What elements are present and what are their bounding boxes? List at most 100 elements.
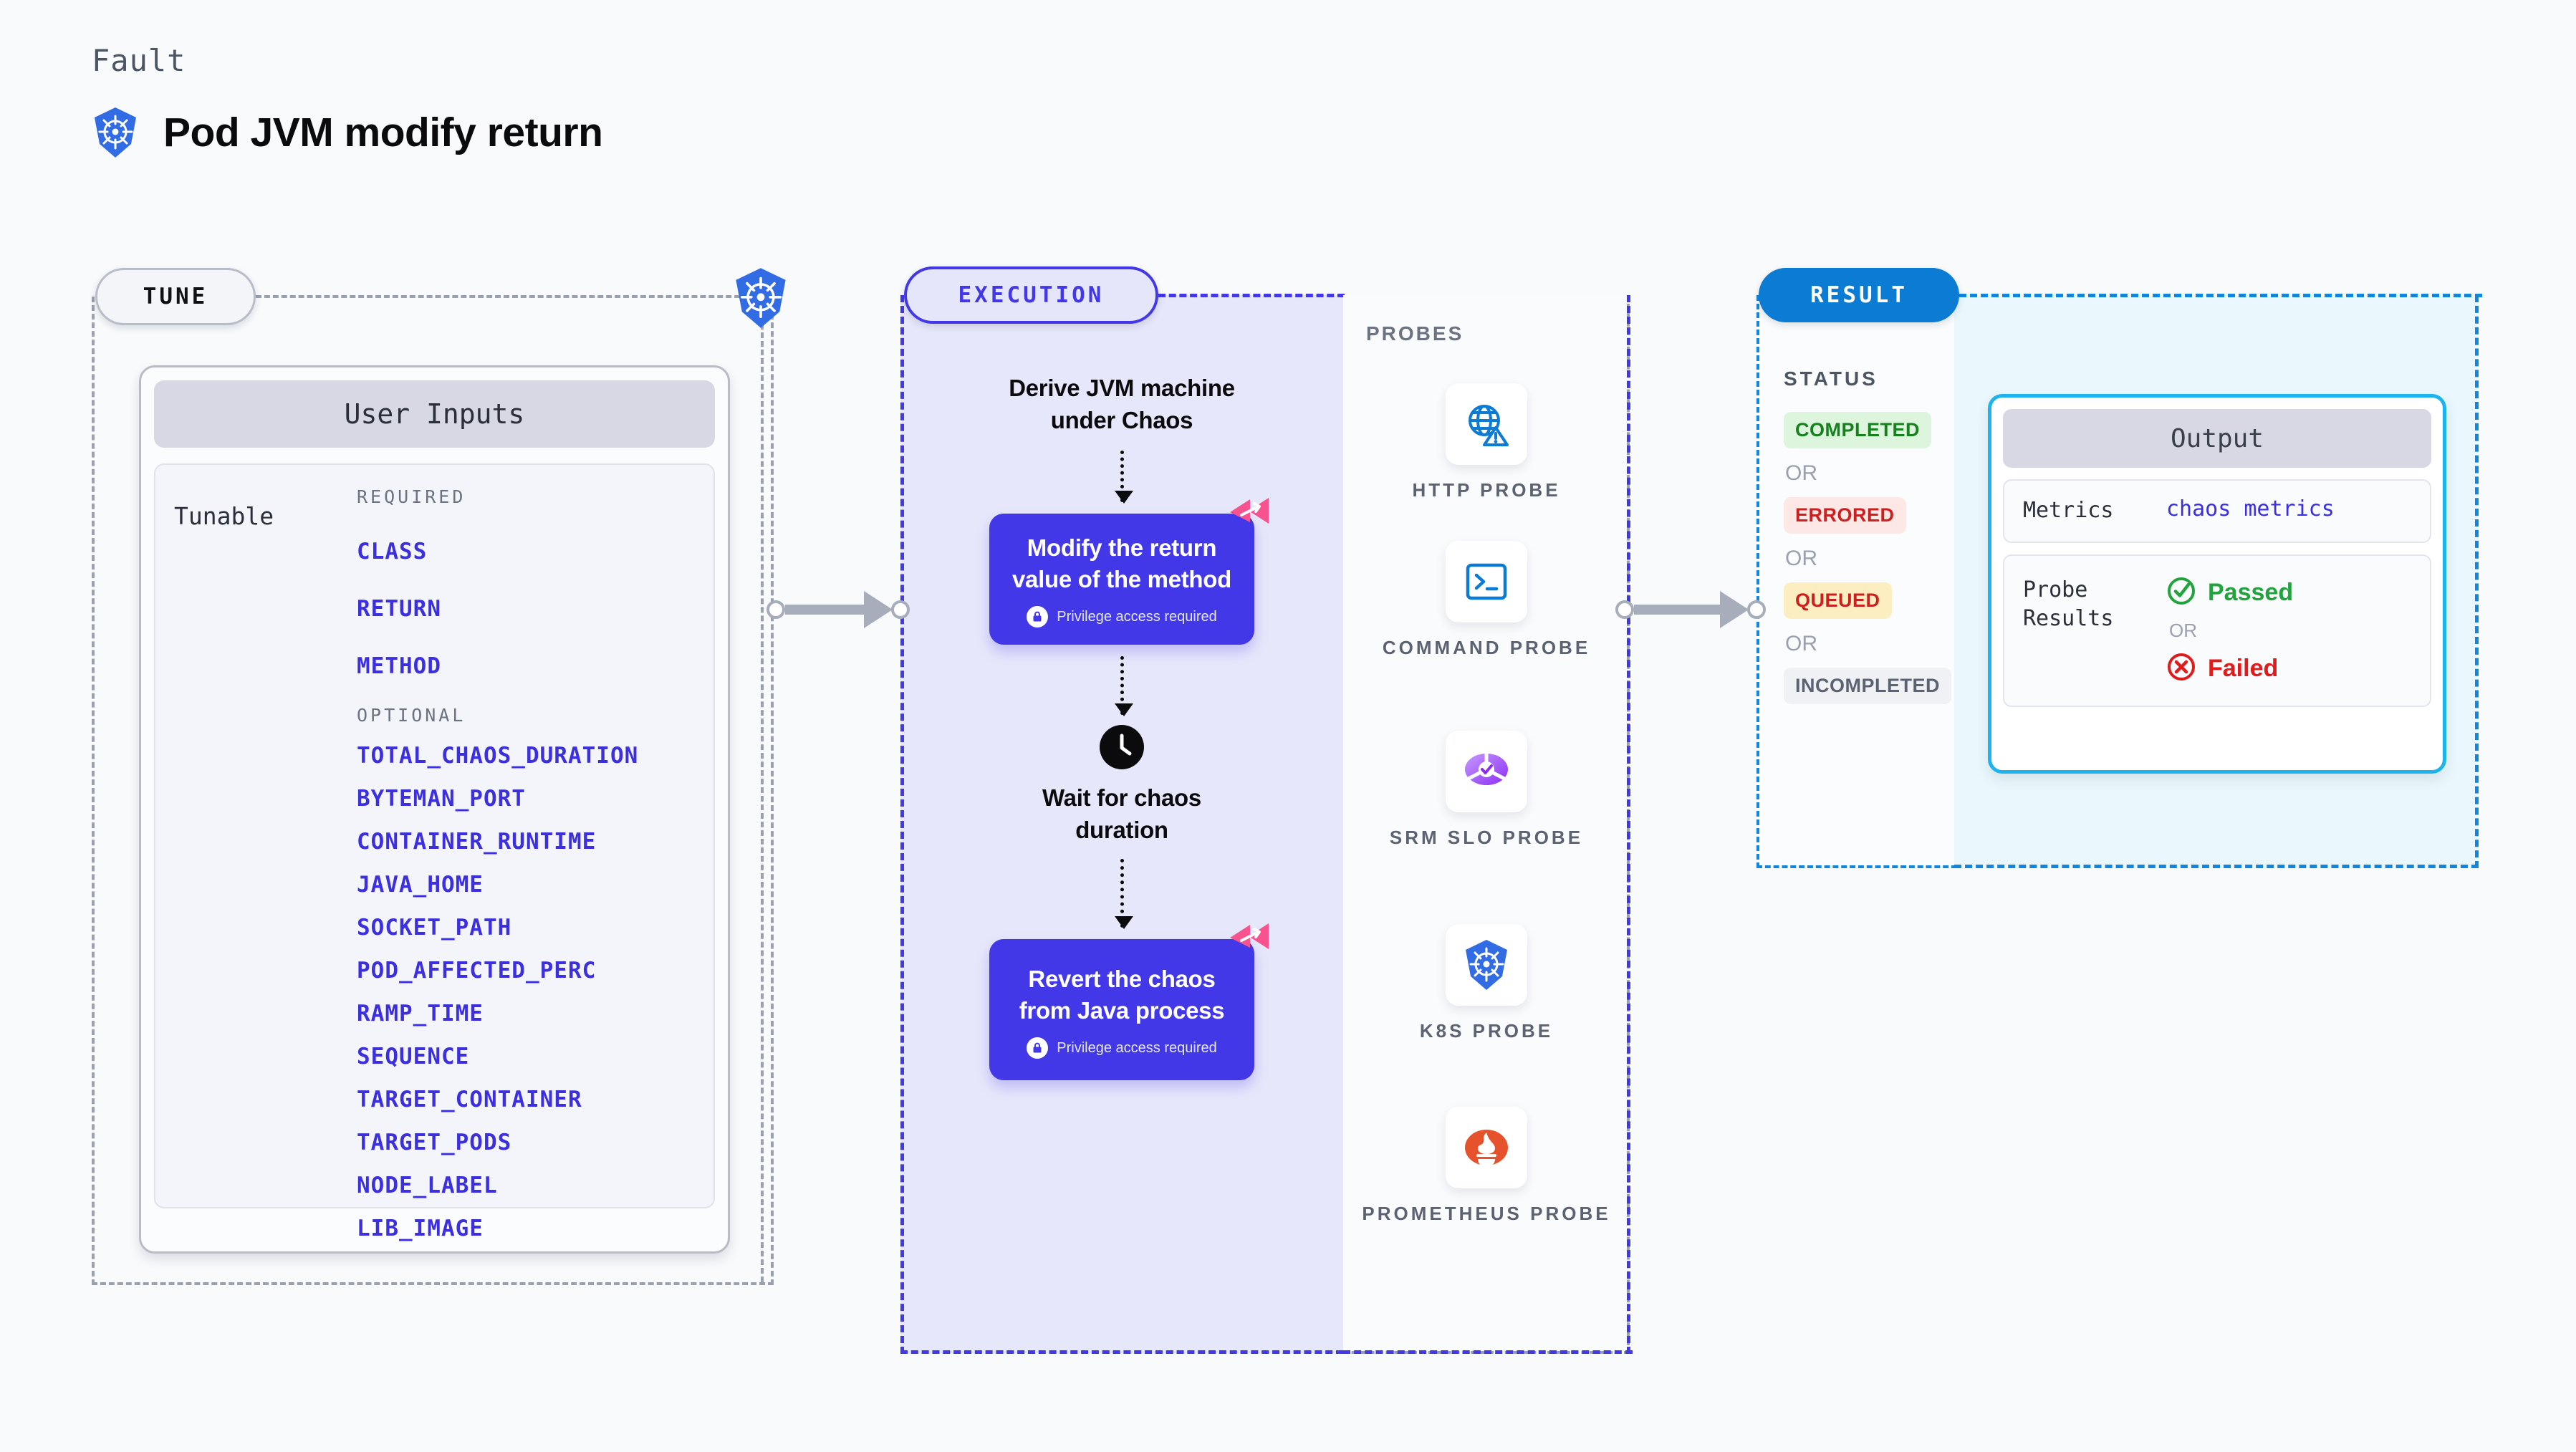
output-title: Output bbox=[2003, 409, 2431, 468]
page-title: Pod JVM modify return bbox=[163, 110, 603, 155]
connector-tune-to-execution bbox=[766, 591, 910, 628]
check-circle-icon bbox=[2166, 576, 2196, 610]
litmus-icon bbox=[1229, 922, 1270, 966]
result-status-panel bbox=[1756, 295, 1957, 868]
tunable-sequence[interactable]: SEQUENCE bbox=[357, 1044, 470, 1069]
probe-results-values: Passed OR Failed bbox=[2166, 576, 2293, 686]
probe-label: PROMETHEUS PROBE bbox=[1362, 1203, 1611, 1224]
connector-line bbox=[785, 605, 864, 615]
required-label: REQUIRED bbox=[357, 486, 466, 507]
flow-arrow bbox=[1114, 451, 1133, 504]
kubernetes-drop-line bbox=[761, 315, 764, 1282]
status-badge-incompleted: INCOMPLETED bbox=[1784, 668, 1952, 704]
litmus-icon bbox=[1229, 496, 1270, 540]
tunable-total-chaos-duration[interactable]: TOTAL_CHAOS_DURATION bbox=[357, 743, 639, 769]
failed-label: Failed bbox=[2208, 654, 2279, 682]
probes-panel-right-border bbox=[1627, 295, 1630, 1354]
tab-tune[interactable]: TUNE bbox=[95, 268, 256, 325]
connector-dot bbox=[891, 600, 910, 619]
connector-dot bbox=[1615, 600, 1634, 619]
tune-panel-connector-line bbox=[256, 295, 757, 298]
execution-card-title: Revert the chaos from Java process bbox=[1019, 966, 1225, 1024]
probe-command[interactable]: COMMAND PROBE bbox=[1343, 541, 1630, 660]
connector-dot bbox=[1747, 600, 1766, 619]
execution-step-wait: Wait for chaos duration bbox=[1042, 784, 1201, 843]
required-group: REQUIRED CLASS RETURN METHOD bbox=[357, 486, 695, 679]
user-inputs-title: User Inputs bbox=[154, 380, 715, 448]
tunable-target-container[interactable]: TARGET_CONTAINER bbox=[357, 1087, 582, 1112]
probe-http[interactable]: HTTP PROBE bbox=[1343, 383, 1630, 503]
probe-result-passed: Passed bbox=[2166, 576, 2293, 610]
tab-result[interactable]: RESULT bbox=[1759, 268, 1959, 322]
tunables-body: Tunable REQUIRED CLASS RETURN METHOD OPT… bbox=[154, 463, 715, 1241]
output-metrics-key: Metrics bbox=[2023, 498, 2114, 523]
connector-line bbox=[1634, 605, 1720, 615]
probe-prometheus[interactable]: PROMETHEUS PROBE bbox=[1343, 1107, 1630, 1226]
tunable-socket-path[interactable]: SOCKET_PATH bbox=[357, 915, 512, 941]
output-probe-results-key: Probe Results bbox=[2023, 577, 2114, 632]
status-badge-errored: ERRORED bbox=[1784, 497, 1906, 534]
tunable-label: Tunable bbox=[174, 502, 274, 530]
connector-dot bbox=[766, 600, 785, 619]
status-or: OR bbox=[1785, 461, 1817, 485]
execution-step-derive-jvm: Derive JVM machine under Chaos bbox=[1009, 375, 1235, 433]
x-circle-icon bbox=[2166, 652, 2196, 686]
probe-label: SRM SLO PROBE bbox=[1389, 827, 1584, 848]
probe-result-failed: Failed bbox=[2166, 652, 2293, 686]
probes-panel-bottom-border bbox=[1343, 1350, 1633, 1354]
execution-panel-connector-line bbox=[1158, 294, 1345, 297]
output-metrics-value[interactable]: chaos metrics bbox=[2166, 496, 2335, 521]
execution-step-revert-chaos: Revert the chaos from Java process Privi… bbox=[989, 923, 1269, 1081]
probe-label: HTTP PROBE bbox=[1412, 479, 1561, 501]
tunable-class[interactable]: CLASS bbox=[357, 539, 428, 564]
output-probe-results-row: Probe Results Passed OR bbox=[2003, 554, 2431, 707]
tunable-lists: REQUIRED CLASS RETURN METHOD OPTIONAL TO… bbox=[357, 486, 695, 1241]
probe-label: K8S PROBE bbox=[1419, 1020, 1554, 1042]
status-or: OR bbox=[1785, 547, 1817, 570]
probe-label: COMMAND PROBE bbox=[1382, 637, 1591, 658]
tunable-ramp-time[interactable]: RAMP_TIME bbox=[357, 1001, 484, 1027]
status-badge-queued: QUEUED bbox=[1784, 582, 1892, 619]
kubernetes-icon bbox=[1446, 924, 1527, 1006]
prometheus-icon bbox=[1446, 1107, 1527, 1188]
execution-card-title: Modify the return value of the method bbox=[1012, 534, 1231, 592]
execution-step-modify-return: Modify the return value of the method Pr… bbox=[989, 498, 1269, 645]
title-row: Pod JVM modify return bbox=[92, 107, 603, 158]
tunable-return[interactable]: RETURN bbox=[357, 596, 441, 622]
connector-arrowhead bbox=[864, 591, 893, 628]
tunable-node-label[interactable]: NODE_LABEL bbox=[357, 1173, 498, 1198]
tunable-lib-image[interactable]: LIB_IMAGE bbox=[357, 1216, 484, 1241]
probes-section-label: PROBES bbox=[1366, 322, 1464, 345]
passed-label: Passed bbox=[2208, 578, 2294, 606]
clock-icon bbox=[1100, 725, 1144, 770]
terminal-icon bbox=[1446, 541, 1527, 622]
tunable-pod-affected-perc[interactable]: POD_AFFECTED_PERC bbox=[357, 958, 597, 984]
tab-execution[interactable]: EXECUTION bbox=[904, 266, 1158, 324]
probe-k8s[interactable]: K8S PROBE bbox=[1343, 924, 1630, 1044]
execution-flow: Derive JVM machine under Chaos Modify th… bbox=[900, 372, 1343, 1081]
optional-group: OPTIONAL TOTAL_CHAOS_DURATION BYTEMAN_PO… bbox=[357, 705, 695, 1241]
status-list: COMPLETED OR ERRORED OR QUEUED OR INCOMP… bbox=[1784, 412, 1952, 704]
privilege-note: Privilege access required bbox=[1002, 1037, 1241, 1059]
flow-arrow bbox=[1114, 656, 1133, 717]
srm-slo-icon bbox=[1446, 731, 1527, 812]
result-output-connector-line bbox=[1959, 294, 2482, 297]
page-header: Fault Pod JVM modify return bbox=[92, 43, 603, 158]
kubernetes-icon bbox=[732, 267, 789, 332]
probe-srm-slo[interactable]: SRM SLO PROBE bbox=[1343, 731, 1630, 850]
tunable-java-home[interactable]: JAVA_HOME bbox=[357, 872, 484, 898]
privilege-note: Privilege access required bbox=[1002, 606, 1241, 628]
status-or: OR bbox=[1785, 632, 1817, 655]
optional-label: OPTIONAL bbox=[357, 705, 466, 726]
kubernetes-icon bbox=[92, 107, 139, 158]
globe-warning-icon bbox=[1446, 383, 1527, 465]
probe-result-or: OR bbox=[2169, 619, 2197, 641]
tunable-byteman-port[interactable]: BYTEMAN_PORT bbox=[357, 786, 526, 812]
privilege-note-text: Privilege access required bbox=[1057, 1039, 1217, 1056]
status-badge-completed: COMPLETED bbox=[1784, 412, 1932, 448]
tunable-target-pods[interactable]: TARGET_PODS bbox=[357, 1130, 512, 1155]
status-section-label: STATUS bbox=[1784, 367, 1878, 390]
user-inputs-card: User Inputs Tunable REQUIRED CLASS RETUR… bbox=[139, 365, 730, 1254]
tunable-method[interactable]: METHOD bbox=[357, 653, 441, 679]
tunable-container-runtime[interactable]: CONTAINER_RUNTIME bbox=[357, 829, 597, 855]
